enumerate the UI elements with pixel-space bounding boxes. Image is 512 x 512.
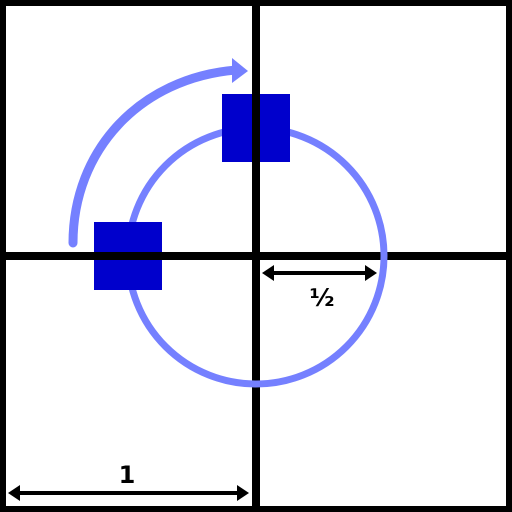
unit-arrowhead-right bbox=[237, 485, 249, 501]
rotation-arrow bbox=[68, 65, 241, 248]
unit-arrowhead-left bbox=[8, 485, 20, 501]
half-arrowhead-right bbox=[365, 265, 377, 281]
rotation-arrowhead bbox=[232, 58, 248, 83]
half-arrowhead-left bbox=[262, 265, 274, 281]
half-label: ½ bbox=[310, 284, 335, 312]
unit-label: 1 bbox=[119, 461, 136, 489]
